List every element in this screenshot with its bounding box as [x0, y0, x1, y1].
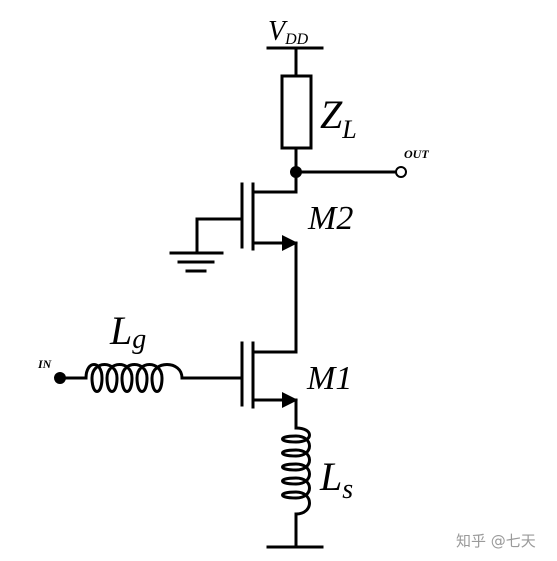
in-terminal — [54, 372, 66, 384]
m1-label: M1 — [306, 360, 352, 397]
in-label: IN — [37, 357, 53, 371]
ls-label: Ls — [319, 454, 353, 505]
m2-label: M2 — [307, 200, 353, 237]
inductor-ls — [281, 426, 311, 516]
load-impedance-zl — [280, 74, 313, 150]
zl-label: ZL — [320, 92, 357, 144]
watermark: 知乎 @七天 — [456, 532, 536, 550]
inductor-lg — [84, 363, 184, 393]
m1-source-arrow — [282, 392, 298, 408]
lg-label: Lg — [109, 308, 146, 355]
output-node-dot — [290, 166, 302, 178]
m2-source-arrow — [282, 235, 298, 251]
vdd-label: VDD — [268, 16, 309, 48]
out-label: OUT — [404, 147, 429, 161]
out-terminal — [395, 166, 407, 178]
